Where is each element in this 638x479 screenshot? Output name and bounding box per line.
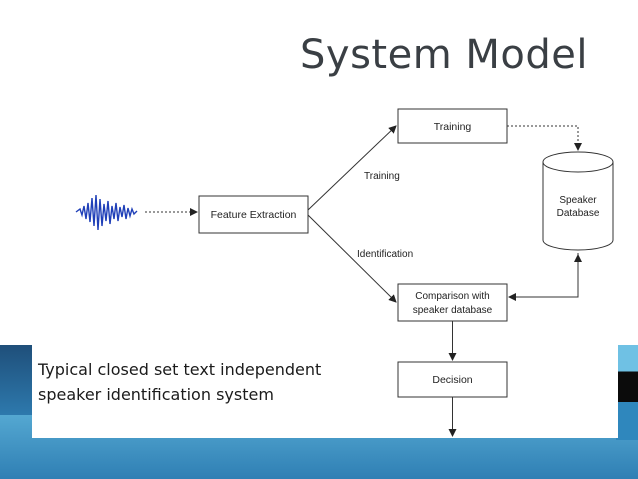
arrow-database-to-comparison [508,253,579,301]
decision-label: Decision [432,374,472,386]
arrow-training-to-database [507,125,582,151]
right-decoration [616,345,638,440]
comparison-label-line2: speaker database [413,305,493,316]
caption-line1: Typical closed set text independent [38,360,322,379]
feature-extraction-box [198,195,309,234]
speaker-database-cylinder [542,151,614,251]
speaker-database-label-line2: Database [557,208,600,219]
speaker-database-label-line1: Speaker [559,195,597,206]
waveform-icon [75,194,138,231]
edge-label-identification: Identification [357,249,413,260]
content-panel [32,92,618,438]
slide-title: System Model [300,32,588,78]
comparison-box [397,283,508,322]
decision-box [397,361,508,398]
edge-label-training: Training [364,171,400,182]
caption-line2: speaker identification system [38,385,274,404]
arrow-feature-to-comparison [307,214,397,303]
training-box-label: Training [434,121,472,133]
diagram-caption: Typical closed set text independent spea… [38,357,338,407]
comparison-label-line1: Comparison with [415,291,489,302]
arrow-feature-to-training [307,125,397,211]
feature-extraction-label: Feature Extraction [211,209,297,221]
